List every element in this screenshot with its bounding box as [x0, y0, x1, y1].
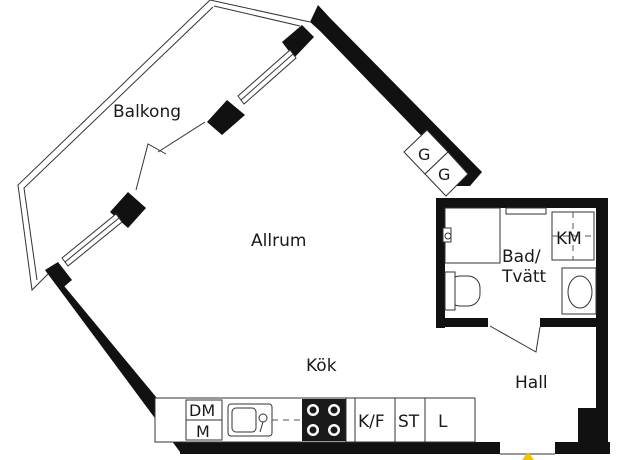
fridge-freezer-label: K/F: [358, 412, 385, 432]
room-label-balkong: Balkong: [113, 102, 181, 122]
stove-icon: [302, 399, 346, 441]
entrance-marker-icon: [522, 452, 534, 460]
bathroom: Bad/ Tvätt KM: [442, 207, 597, 353]
storage-label: ST: [398, 412, 420, 432]
room-label-allrum: Allrum: [251, 231, 306, 251]
entrance: [500, 452, 555, 460]
window-upper: [237, 49, 297, 105]
wardrobe-label-1: G: [418, 145, 430, 164]
kitchen-counter: DM M K/F ST L: [154, 397, 476, 443]
washing-machine-label: KM: [556, 229, 582, 249]
balcony: [17, 0, 311, 292]
dishwasher-label: DM: [189, 401, 215, 420]
window-lower: [61, 213, 123, 267]
room-label-hall: Hall: [515, 373, 548, 393]
linen-closet-label: L: [438, 412, 448, 432]
shower-icon: [442, 227, 452, 243]
wardrobe-units: G G: [403, 129, 469, 197]
wardrobe-label-2: G: [438, 165, 450, 184]
room-label-kok: Kök: [306, 356, 337, 376]
room-label-tvatt: Tvätt: [501, 267, 547, 287]
balcony-door: [135, 121, 206, 191]
sink-icon: [227, 403, 273, 437]
room-label-bad: Bad/: [502, 247, 541, 267]
microwave-label: M: [196, 422, 210, 441]
